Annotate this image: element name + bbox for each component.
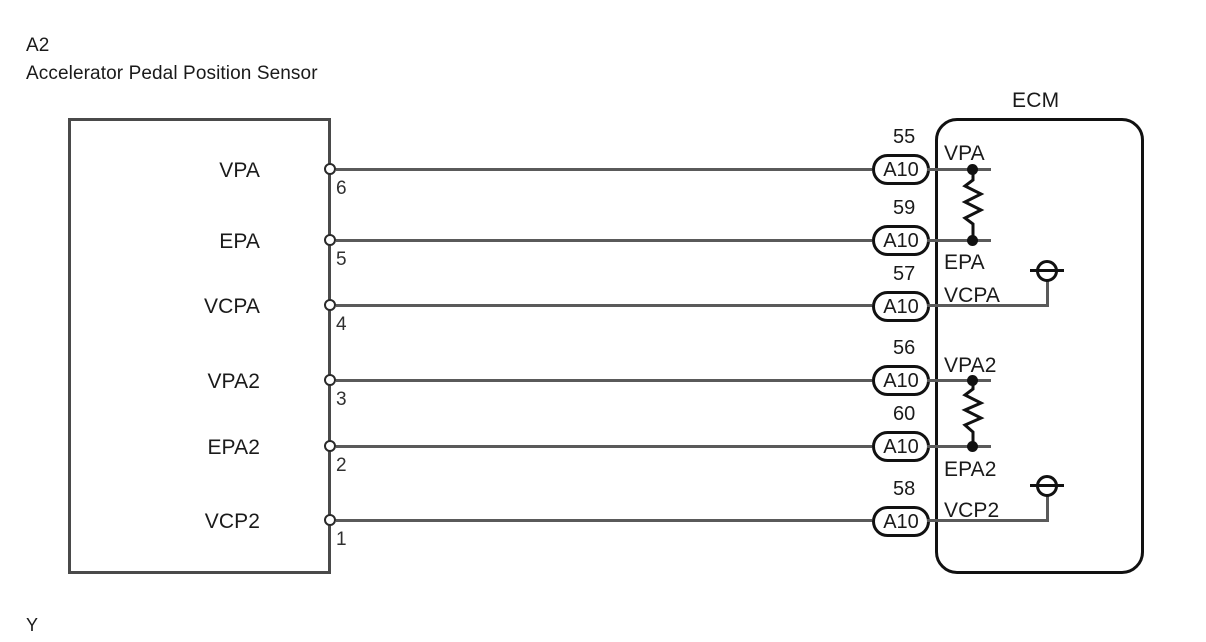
connector-oval-60: A10 [872,431,930,462]
junction-dot-vpa2 [967,375,978,386]
connector-name-a10-59: A10 [883,229,919,252]
wire-vpa2 [336,379,872,382]
connector-terminal-56: 56 [893,337,916,359]
component-code: A2 [26,35,50,56]
connector-name-a10-56: A10 [883,369,919,392]
wire-vpa [336,168,872,171]
junction-dot-epa [967,235,978,246]
ecm-box [935,118,1144,574]
wire-ecm-vcpa [927,304,1049,307]
wire-color-code: Y [26,615,39,635]
sensor-pin-label-vpa: VPA [219,159,260,182]
junction-dot-vpa [967,164,978,175]
sensor-pin-label-epa: EPA [219,230,260,253]
wire-ecm-epa [927,239,991,242]
component-name: Accelerator Pedal Position Sensor [26,63,318,84]
sensor-terminal-vpa [324,163,336,175]
connector-oval-58: A10 [872,506,930,537]
sensor-terminal-vcp2 [324,514,336,526]
wire-epa [336,239,872,242]
junction-dot-epa2 [967,441,978,452]
wire-ecm-vcp2 [927,519,1049,522]
connector-terminal-58: 58 [893,478,916,500]
supply-vcpa-bar-icon [1030,269,1064,272]
connector-name-a10-58: A10 [883,510,919,533]
sensor-pin-number-1: 1 [336,529,347,550]
sensor-pin-number-2: 2 [336,455,347,476]
wire-vcpa [336,304,872,307]
connector-oval-57: A10 [872,291,930,322]
ecm-signal-epa2: EPA2 [944,458,997,481]
resistor-vpa2-epa2-icon [961,382,985,442]
supply-vcp2-bar-icon [1030,484,1064,487]
wire-vcp2-supply-riser [1046,496,1049,521]
connector-terminal-60: 60 [893,403,916,425]
connector-terminal-55: 55 [893,126,916,148]
wire-vcp2 [336,519,872,522]
connector-oval-56: A10 [872,365,930,396]
ecm-signal-vcp2: VCP2 [944,499,1000,522]
wire-ecm-epa2 [927,445,991,448]
sensor-pin-label-epa2: EPA2 [207,436,260,459]
resistor-vpa-epa-icon [961,172,985,236]
connector-oval-55: A10 [872,154,930,185]
sensor-pin-label-vcpa: VCPA [203,295,260,318]
ecm-signal-epa: EPA [944,251,985,274]
wire-ecm-vpa [927,168,991,171]
connector-name-a10-60: A10 [883,435,919,458]
sensor-terminal-vcpa [324,299,336,311]
sensor-terminal-epa2 [324,440,336,452]
sensor-terminal-vpa2 [324,374,336,386]
connector-terminal-59: 59 [893,197,916,219]
connector-oval-59: A10 [872,225,930,256]
wire-vcpa-supply-riser [1046,281,1049,306]
connector-terminal-57: 57 [893,263,916,285]
ecm-signal-vcpa: VCPA [944,284,1001,307]
sensor-pin-number-5: 5 [336,249,347,270]
ecm-title: ECM [1012,89,1060,112]
sensor-terminal-epa [324,234,336,246]
ecm-signal-vpa: VPA [944,142,985,165]
sensor-pin-number-4: 4 [336,314,347,335]
sensor-pin-number-6: 6 [336,178,347,199]
wire-ecm-vpa2 [927,379,991,382]
sensor-pin-label-vpa2: VPA2 [207,370,260,393]
connector-name-a10-57: A10 [883,295,919,318]
wire-epa2 [336,445,872,448]
connector-name-a10-55: A10 [883,158,919,181]
sensor-connector-box [68,118,331,574]
sensor-pin-number-3: 3 [336,389,347,410]
sensor-pin-label-vcp2: VCP2 [204,510,260,533]
ecm-signal-vpa2: VPA2 [944,354,997,377]
